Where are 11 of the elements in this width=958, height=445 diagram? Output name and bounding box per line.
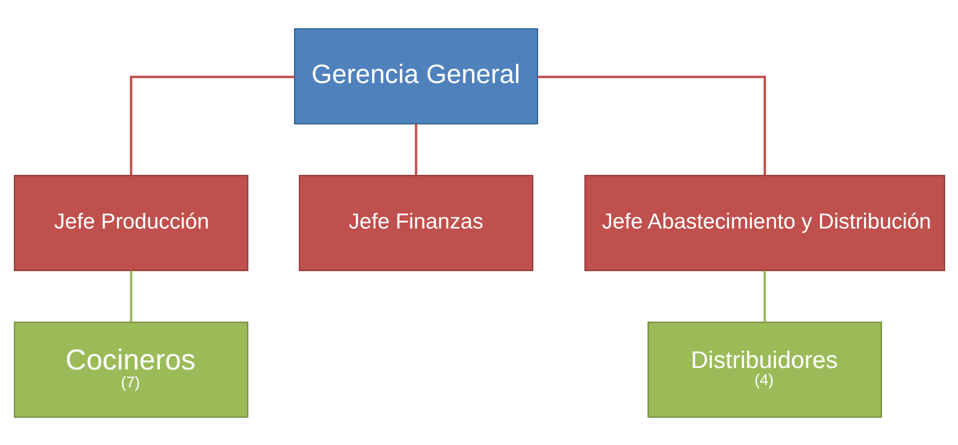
node-box: Jefe Abastecimiento y Distribución <box>584 174 945 271</box>
connector <box>537 75 766 175</box>
node-box: Jefe Finanzas <box>298 174 533 271</box>
node-box: Jefe Producción <box>13 174 248 271</box>
connector <box>129 270 132 322</box>
connector <box>129 75 294 175</box>
node-box: Gerencia General <box>294 28 538 124</box>
node-box: Cocineros (7) <box>13 321 248 418</box>
node-box: Distribuidores (4) <box>647 321 882 418</box>
connector <box>763 270 766 322</box>
connector <box>414 123 417 175</box>
